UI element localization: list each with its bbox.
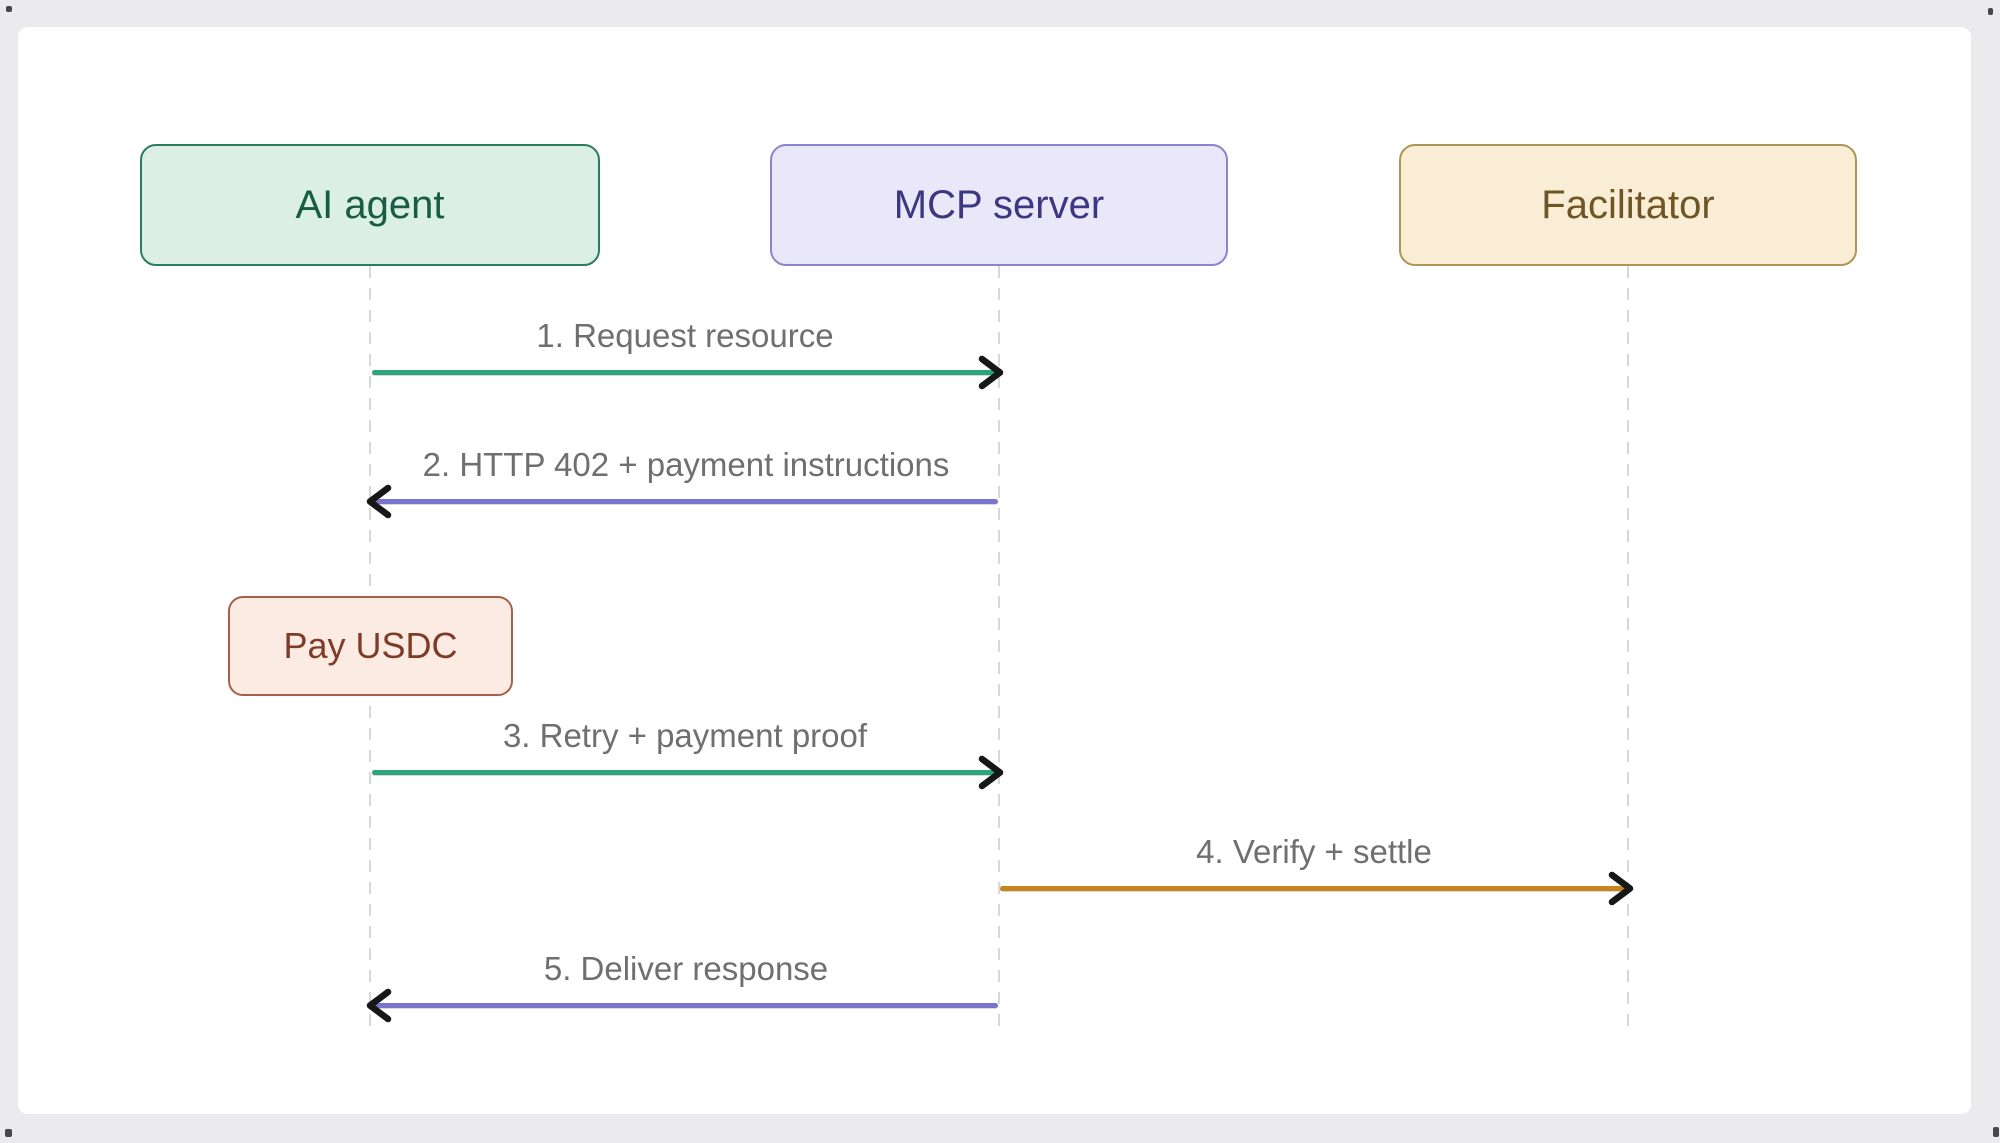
- screen-artifact: [1993, 1127, 1999, 1137]
- message-line: [374, 499, 998, 504]
- screen-artifact: [5, 1129, 12, 1137]
- actor-label-ai-agent: AI agent: [295, 182, 445, 227]
- arrowhead-left-icon: [366, 484, 392, 519]
- message-label: 4. Verify + settle: [1196, 833, 1432, 870]
- screen-artifact: [6, 6, 12, 12]
- message-line: [1000, 886, 1628, 891]
- message-line: [372, 770, 998, 775]
- arrowhead-right-icon: [978, 355, 1004, 390]
- arrowhead-right-icon: [1608, 871, 1634, 906]
- actor-box-mcp-server: MCP server: [770, 144, 1228, 266]
- actor-box-ai-agent: AI agent: [140, 144, 600, 266]
- actor-label-facilitator: Facilitator: [1541, 182, 1715, 227]
- message-http-402: 2. HTTP 402 + payment instructions: [366, 443, 998, 521]
- note-label: Pay USDC: [283, 625, 458, 666]
- message-verify-settle: 4. Verify + settle: [1000, 830, 1634, 908]
- actor-box-facilitator: Facilitator: [1399, 144, 1857, 266]
- lifeline-mcp-server: [998, 266, 1000, 1032]
- message-label: 1. Request resource: [536, 317, 834, 354]
- message-label: 2. HTTP 402 + payment instructions: [422, 446, 950, 483]
- note-pay-usdc: Pay USDC: [228, 596, 513, 696]
- arrowhead-left-icon: [366, 988, 392, 1023]
- message-deliver-response: 5. Deliver response: [366, 947, 998, 1025]
- message-line: [372, 370, 998, 375]
- message-retry-payment-proof: 3. Retry + payment proof: [372, 714, 1004, 792]
- screen-artifact: [1988, 8, 1993, 15]
- message-label: 3. Retry + payment proof: [502, 717, 868, 754]
- message-label: 5. Deliver response: [543, 950, 829, 987]
- actor-label-mcp-server: MCP server: [893, 182, 1105, 227]
- arrowhead-right-icon: [978, 755, 1004, 790]
- diagram-canvas: AI agent MCP server Facilitator 1. Reque…: [18, 27, 1971, 1114]
- lifeline-facilitator: [1627, 266, 1629, 1032]
- message-request-resource: 1. Request resource: [372, 314, 1004, 392]
- message-line: [374, 1003, 998, 1008]
